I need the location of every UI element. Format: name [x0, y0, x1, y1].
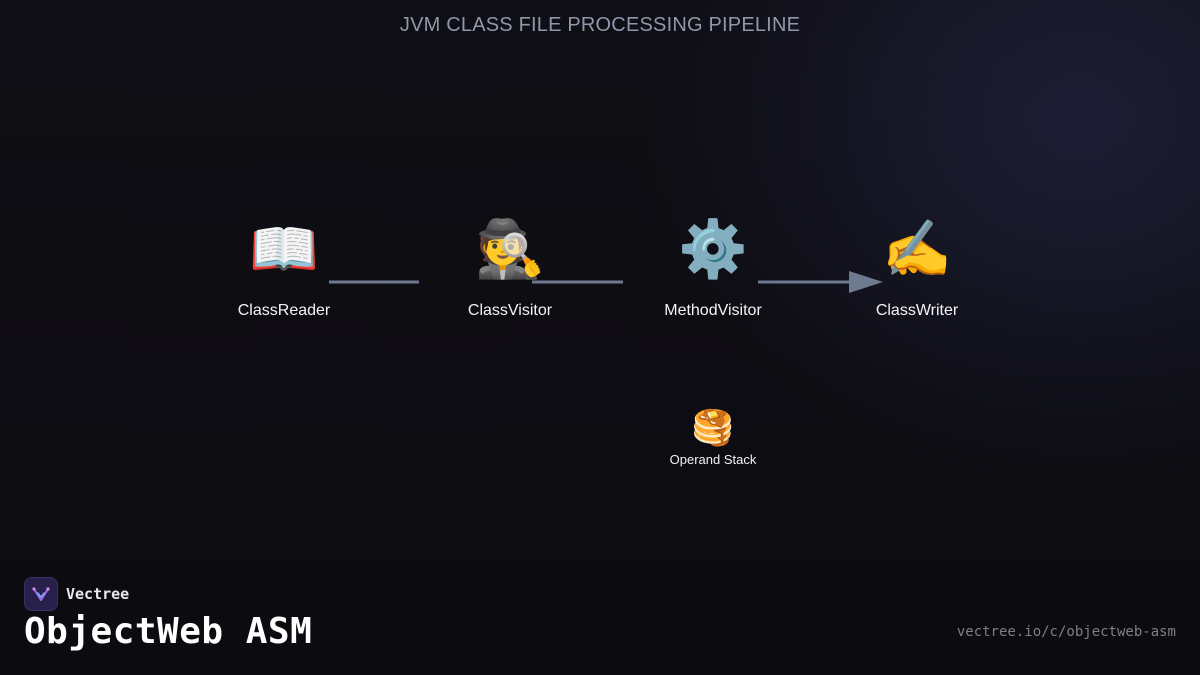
- writing-hand-icon: ✍️: [882, 217, 952, 282]
- source-url[interactable]: vectree.io/c/objectweb-asm: [956, 624, 1176, 640]
- diagram-title: JVM CLASS FILE PROCESSING PIPELINE: [399, 14, 801, 36]
- brand-name: Vectree: [66, 585, 130, 603]
- node-operand-stack[interactable]: 🥞 Operand Stack: [643, 408, 783, 467]
- node-label: ClassWriter: [875, 302, 959, 319]
- gear-icon: ⚙️: [678, 217, 748, 282]
- detective-icon: 🕵️: [475, 217, 545, 282]
- open-book-icon: 📖: [249, 217, 319, 282]
- node-class-writer[interactable]: ✍️ ClassWriter: [827, 218, 1007, 320]
- arrowhead-icon: [849, 271, 883, 293]
- brand: Vectree: [24, 577, 129, 611]
- node-class-reader[interactable]: 📖 ClassReader: [194, 218, 374, 320]
- node-class-visitor[interactable]: 🕵️ ClassVisitor: [420, 218, 600, 320]
- node-label: ClassVisitor: [467, 302, 553, 319]
- node-label: MethodVisitor: [664, 302, 762, 319]
- node-label: ClassReader: [237, 302, 331, 319]
- product-name: ObjectWeb ASM: [24, 611, 313, 652]
- node-method-visitor[interactable]: ⚙️ MethodVisitor: [623, 218, 803, 320]
- vectree-logo-icon: [24, 577, 58, 611]
- node-label: Operand Stack: [669, 452, 757, 467]
- pancakes-icon: 🥞: [691, 408, 735, 448]
